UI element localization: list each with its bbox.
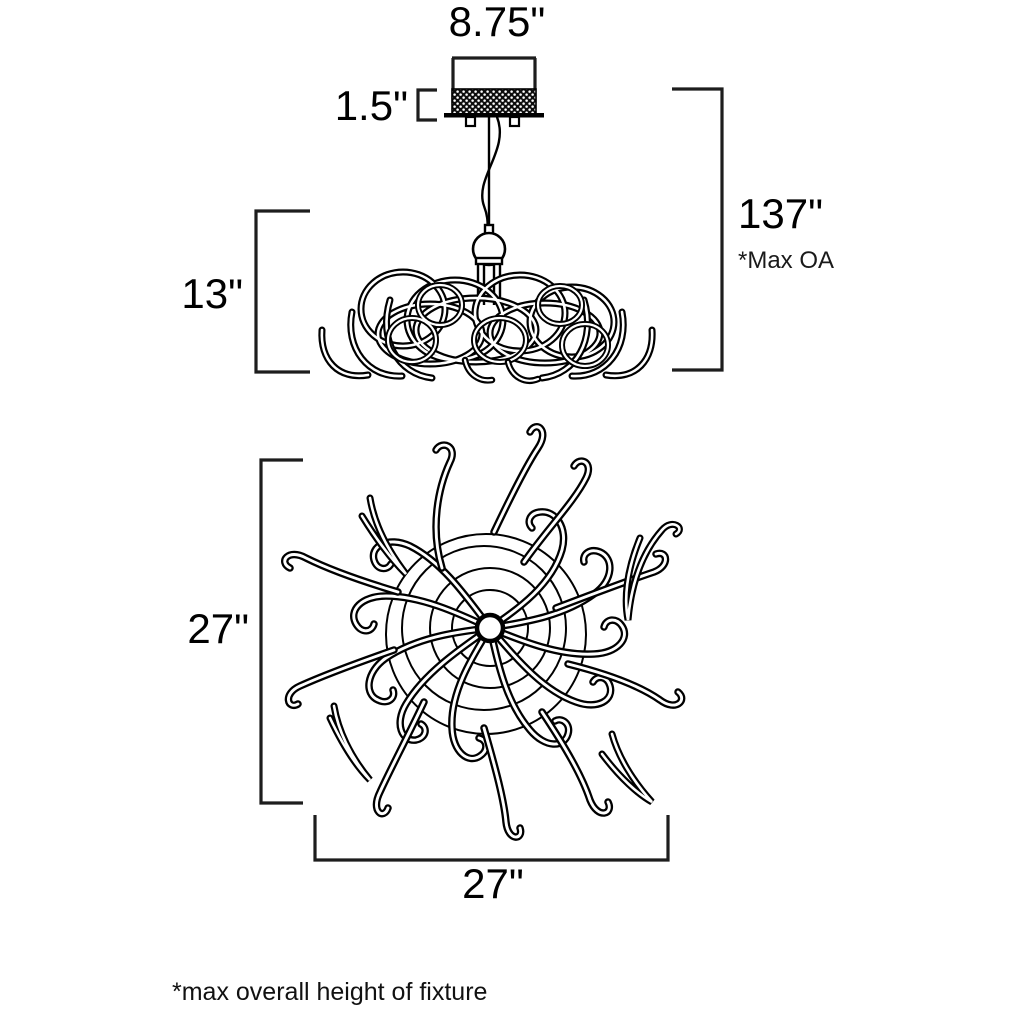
canopy-base-plate (444, 113, 544, 118)
max-overall-label: 137" (738, 190, 823, 237)
canopy-width-label: 8.75" (449, 0, 546, 45)
canopy-height-bracket (416, 88, 437, 122)
max-overall-dimension (672, 87, 724, 372)
center-stem-ribs (476, 260, 502, 305)
fixture-height-bracket (254, 209, 310, 374)
canopy-height-label: 1.5" (335, 82, 408, 129)
radial-arms-outer-highlight (352, 510, 626, 760)
plan-height-dimension (259, 458, 303, 805)
max-overall-sublabel: *Max OA (738, 247, 834, 274)
plan-width-dimension (313, 815, 670, 862)
canopy-assembly (444, 88, 544, 128)
concentric-guide-rings (385, 533, 587, 735)
stem-top-cap (474, 256, 504, 266)
plan-width-bracket (313, 815, 670, 862)
mounting-tab-right (508, 115, 521, 128)
fixture-height-dimension (254, 209, 310, 374)
center-hub (474, 612, 506, 644)
radial-arms-secondary-highlight (283, 425, 684, 839)
power-cord (481, 116, 502, 236)
max-overall-bracket (672, 87, 724, 372)
plan-height-bracket (259, 458, 303, 805)
plan-height-label: 27" (187, 605, 249, 652)
canopy-body (451, 88, 537, 115)
mounting-tab-left (464, 115, 477, 128)
suspension-assembly (471, 116, 507, 305)
plan-width-label: 27" (462, 860, 524, 907)
canopy-height-dimension (416, 88, 437, 122)
footnote-text: *max overall height of fixture (172, 978, 487, 1006)
hook-tips-highlight (328, 496, 681, 804)
fixture-height-label: 13" (181, 270, 243, 317)
side-view-tube-cluster (318, 268, 656, 384)
plan-view-fixture (281, 423, 686, 841)
